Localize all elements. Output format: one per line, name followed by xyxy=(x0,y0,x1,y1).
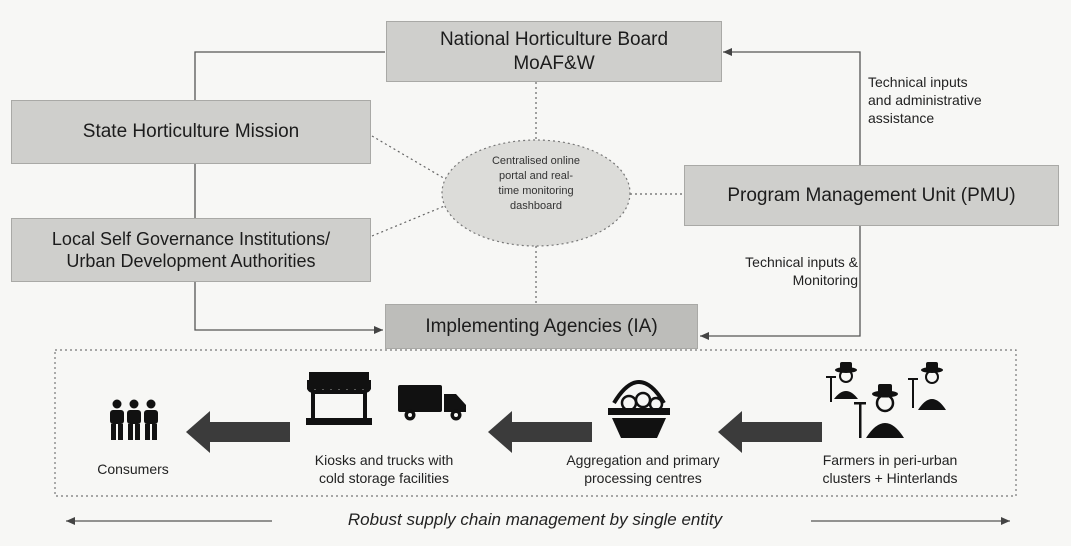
shm-label: State Horticulture Mission xyxy=(82,121,300,143)
portal-ellipse xyxy=(441,139,631,247)
portal-line-4: dashboard xyxy=(510,200,562,212)
lsg-line-1: Local Self Governance Institutions/ xyxy=(51,228,331,249)
note-pmu-nhb-line-1: Technical inputs xyxy=(868,74,968,90)
farmers-icon xyxy=(826,362,946,438)
farmers-line-2: clusters + Hinterlands xyxy=(822,470,958,486)
node-local-self-governance: Local Self Governance Institutions/ Urba… xyxy=(11,218,371,282)
note-pmu-to-ia: Technical inputs & Monitoring xyxy=(706,253,858,289)
portal-line-1: Centralised online xyxy=(491,155,581,167)
aggregation-line-1: Aggregation and primary xyxy=(566,452,720,468)
footer-caption: Robust supply chain management by single… xyxy=(347,510,723,529)
node-program-management-unit: Program Management Unit (PMU) xyxy=(684,165,1059,226)
note-pmu-to-nhb: Technical inputs and administrative assi… xyxy=(868,73,982,127)
connector-pmu-ia xyxy=(700,226,861,340)
connector-lsg-ia xyxy=(194,282,383,334)
caption-aggregation: Aggregation and primary processing centr… xyxy=(536,451,750,487)
portal-line-2: portal and real- xyxy=(499,170,573,182)
pmu-label: Program Management Unit (PMU) xyxy=(727,184,1016,206)
caption-farmers: Farmers in peri-urban clusters + Hinterl… xyxy=(790,451,990,487)
kiosk-icon xyxy=(306,372,372,425)
aggregation-line-2: processing centres xyxy=(584,470,702,486)
caption-kiosks: Kiosks and trucks with cold storage faci… xyxy=(284,451,484,487)
caption-consumers: Consumers xyxy=(78,460,188,478)
nhb-line-1: National Horticulture Board xyxy=(439,28,669,50)
kiosks-line-2: cold storage facilities xyxy=(319,470,449,486)
lsg-line-2: Urban Development Authorities xyxy=(66,251,316,271)
note-pmu-nhb-line-2: and administrative xyxy=(868,92,982,108)
connector-pmu-nhb xyxy=(723,48,861,165)
dotted-lsg-portal xyxy=(371,204,448,237)
farmers-line-1: Farmers in peri-urban xyxy=(822,452,958,468)
chain-arrow-aggregation-kiosks xyxy=(488,411,592,453)
portal-label: Centralised online portal and real- time… xyxy=(436,154,636,214)
ia-label: Implementing Agencies (IA) xyxy=(425,315,658,337)
node-state-horticulture-mission: State Horticulture Mission xyxy=(11,100,371,164)
note-pmu-nhb-line-3: assistance xyxy=(868,110,935,126)
chain-arrow-kiosks-consumers xyxy=(186,411,290,453)
note-pmu-ia-line-1: Technical inputs & xyxy=(745,254,858,270)
truck-icon xyxy=(398,385,466,421)
basket-icon xyxy=(608,380,670,438)
nhb-line-2: MoAF&W xyxy=(513,52,595,74)
chain-arrow-farmers-aggregation xyxy=(718,411,822,453)
node-implementing-agencies: Implementing Agencies (IA) xyxy=(385,304,698,349)
consumers-icon xyxy=(110,399,158,440)
note-pmu-ia-line-2: Monitoring xyxy=(792,272,858,288)
portal-line-3: time monitoring xyxy=(498,185,574,197)
node-national-horticulture-board: National Horticulture Board MoAF&W xyxy=(386,21,722,82)
supply-chain-frame xyxy=(54,349,1017,497)
consumers-label: Consumers xyxy=(97,461,169,477)
connector-nhb-shm xyxy=(194,51,385,100)
kiosks-line-1: Kiosks and trucks with xyxy=(314,452,454,468)
